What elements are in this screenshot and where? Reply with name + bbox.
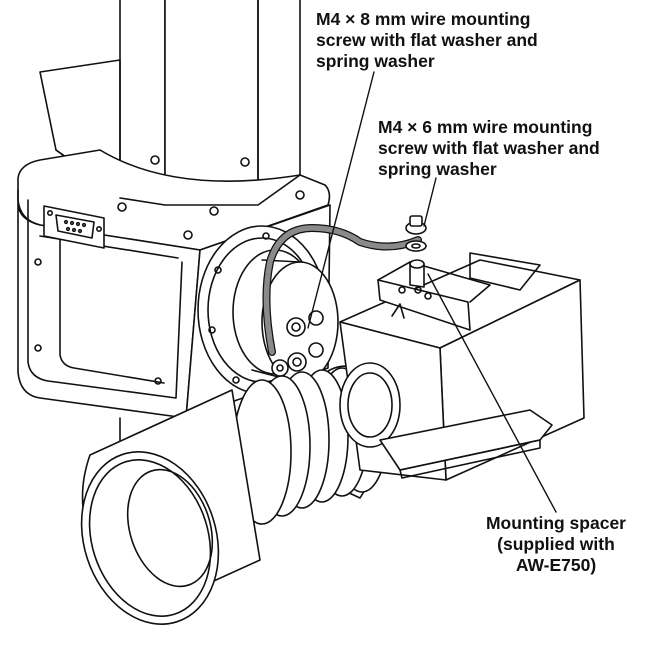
callout-spacer-line-2: (supplied with bbox=[497, 534, 615, 554]
callout-8mm-line-2: screw with flat washer and bbox=[316, 30, 538, 50]
callout-spacer-line-1: Mounting spacer bbox=[485, 513, 626, 533]
callout-8mm-line-3: spring washer bbox=[316, 51, 435, 71]
callout-6mm-line-2: screw with flat washer and bbox=[378, 138, 600, 158]
grounding-wire bbox=[262, 224, 422, 356]
d-sub-connector bbox=[43, 205, 105, 249]
callout-8mm-line-1: M4 × 8 mm wire mounting bbox=[316, 9, 531, 29]
rotating-flange bbox=[197, 225, 339, 395]
callout-6mm-line-3: spring washer bbox=[378, 159, 497, 179]
callout-6mm-line-1: M4 × 6 mm wire mounting bbox=[378, 117, 593, 137]
callout-mounting-spacer: Mounting spacer (supplied with AW-E750) bbox=[468, 513, 644, 576]
callout-8mm-screw: M4 × 8 mm wire mounting screw with flat … bbox=[316, 9, 538, 72]
hardware-screws bbox=[405, 215, 427, 288]
leader-lines bbox=[307, 71, 557, 513]
callout-6mm-screw: M4 × 6 mm wire mounting screw with flat … bbox=[378, 117, 600, 180]
callout-spacer-line-3: AW-E750) bbox=[515, 555, 597, 575]
